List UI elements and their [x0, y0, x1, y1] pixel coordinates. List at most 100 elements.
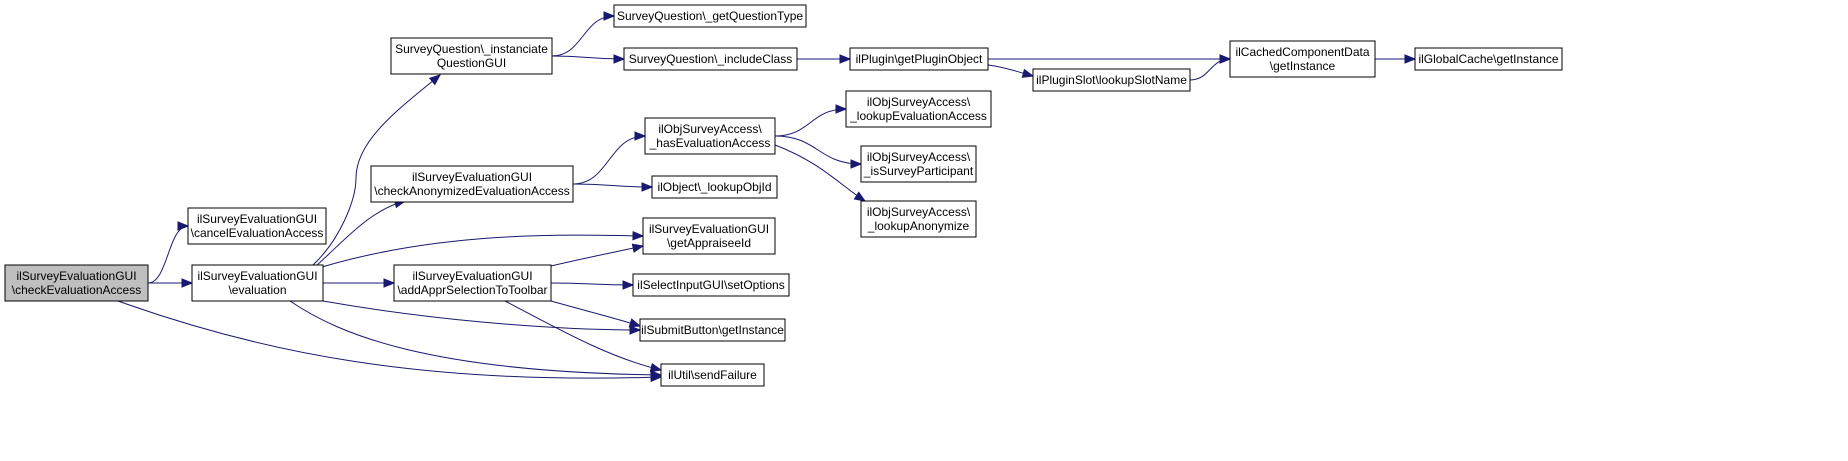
node-label: ilSurveyEvaluationGUI	[197, 269, 317, 283]
node-set-options[interactable]: ilSelectInputGUI\setOptions	[632, 273, 790, 297]
edge-arrowhead	[603, 11, 616, 21]
edge-instanciate-to-get_qtype	[551, 11, 616, 57]
edge-arrowhead	[428, 74, 442, 86]
edge-add_appr-to-set_options	[550, 280, 635, 290]
node-box	[860, 145, 977, 183]
edge-arrowhead	[1219, 54, 1232, 64]
node-box	[390, 37, 553, 75]
edge-cached_comp-to-global_cache	[1375, 54, 1417, 64]
edge-line	[551, 55, 625, 60]
node-box	[639, 318, 786, 342]
edge-line	[774, 108, 847, 137]
edge-arrowhead	[631, 243, 645, 253]
edge-add_appr-to-submit_btn	[550, 300, 642, 328]
node-label: ilSurveyEvaluationGUI	[197, 212, 317, 226]
node-label: ilSurveyEvaluationGUI	[16, 269, 136, 283]
node-layer: ilSurveyEvaluationGUI\checkEvaluationAcc…	[4, 4, 1563, 387]
node-plugin-obj[interactable]: ilPlugin\getPluginObject	[849, 47, 989, 71]
edge-line	[550, 282, 634, 286]
edge-evaluation-to-instanciate	[311, 74, 442, 267]
node-check-eval[interactable]: ilSurveyEvaluationGUI\checkEvaluationAcc…	[4, 264, 149, 302]
edge-evaluation-to-submit_btn	[322, 300, 642, 335]
node-label: QuestionGUI	[437, 56, 506, 70]
node-label: _lookupEvaluationAccess	[849, 109, 987, 123]
node-lookup-objid[interactable]: ilObject\_lookupObjId	[651, 175, 778, 199]
edge-arrowhead	[177, 221, 190, 231]
node-box	[860, 200, 977, 238]
node-cached-comp[interactable]: ilCachedComponentData\getInstance	[1229, 40, 1376, 78]
node-box	[1032, 68, 1191, 92]
node-box	[370, 165, 574, 203]
edge-line	[1189, 58, 1231, 81]
node-check-anon[interactable]: ilSurveyEvaluationGUI\checkAnonymizedEva…	[370, 165, 574, 203]
edge-add_appr-to-send_failure	[504, 300, 663, 373]
edge-plugin_obj-to-slot_name	[987, 64, 1035, 78]
edge-arrowhead	[641, 182, 654, 192]
edge-layer	[117, 11, 1417, 383]
node-lookup-anon[interactable]: ilObjSurveyAccess\_lookupAnonymize	[860, 200, 977, 238]
node-box	[1229, 40, 1376, 78]
node-label: ilSelectInputGUI\setOptions	[637, 278, 784, 292]
node-label: ilObjSurveyAccess\	[867, 150, 971, 164]
edge-check_eval-to-send_failure	[117, 300, 663, 383]
edge-add_appr-to-appraisee	[550, 243, 645, 267]
edge-arrowhead	[835, 104, 848, 114]
edge-line	[311, 74, 441, 267]
node-add-appr[interactable]: ilSurveyEvaluationGUI\addApprSelectionTo…	[393, 264, 552, 302]
edge-evaluation-to-add_appr	[322, 278, 396, 288]
node-global-cache[interactable]: ilGlobalCache\getInstance	[1414, 47, 1563, 71]
edge-line	[322, 300, 641, 331]
node-label: ilSurveyEvaluationGUI	[412, 269, 532, 283]
node-get-qtype[interactable]: SurveyQuestion\_getQuestionType	[613, 4, 807, 28]
node-has-eval[interactable]: ilObjSurveyAccess\_hasEvaluationAccess	[644, 117, 776, 155]
node-label: \cancelEvaluationAccess	[191, 226, 324, 240]
node-include-class[interactable]: SurveyQuestion\_includeClass	[623, 47, 798, 71]
node-label: \checkAnonymizedEvaluationAccess	[374, 184, 569, 198]
edge-check_eval-to-evaluation	[147, 278, 194, 288]
node-slot-name[interactable]: ilPluginSlot\lookupSlotName	[1032, 68, 1191, 92]
edge-check_eval-to-cancel_eval	[147, 221, 190, 284]
node-label: ilGlobalCache\getInstance	[1418, 52, 1558, 66]
node-box	[187, 207, 327, 245]
node-label: ilSurveyEvaluationGUI	[412, 170, 532, 184]
node-label: ilObject\_lookupObjId	[657, 180, 771, 194]
edge-evaluation-to-send_failure	[289, 300, 663, 380]
node-lookup-eval[interactable]: ilObjSurveyAccess\_lookupEvaluationAcces…	[845, 90, 992, 128]
node-label: ilObjSurveyAccess\	[867, 205, 971, 219]
node-box	[1414, 47, 1563, 71]
node-label: \checkEvaluationAccess	[12, 283, 141, 297]
node-label: \getInstance	[1270, 59, 1336, 73]
edge-check_anon-to-lookup_objid	[572, 182, 654, 192]
node-label: SurveyQuestion\_getQuestionType	[617, 9, 803, 23]
edge-line	[774, 144, 866, 202]
node-evaluation[interactable]: ilSurveyEvaluationGUI\evaluation	[191, 264, 324, 302]
node-is-participant[interactable]: ilObjSurveyAccess\_isSurveyParticipant	[860, 145, 977, 183]
edge-arrowhead	[650, 370, 663, 380]
edge-line	[572, 135, 646, 185]
node-submit-btn[interactable]: ilSubmitButton\getInstance	[639, 318, 786, 342]
edge-evaluation-to-appraisee	[321, 231, 645, 268]
node-appraisee[interactable]: ilSurveyEvaluationGUI\getAppraiseeId	[642, 217, 776, 255]
node-label: ilCachedComponentData	[1235, 45, 1369, 59]
edge-arrowhead	[634, 131, 647, 141]
node-box	[644, 117, 776, 155]
node-box	[660, 363, 765, 387]
edge-check_anon-to-has_eval	[572, 131, 647, 185]
edge-arrowhead	[181, 278, 194, 288]
edge-has_eval-to-lookup_anon	[774, 144, 867, 202]
edge-plugin_obj-to-cached_comp	[988, 54, 1232, 64]
node-label: ilSubmitButton\getInstance	[641, 323, 784, 337]
node-cancel-eval[interactable]: ilSurveyEvaluationGUI\cancelEvaluationAc…	[187, 207, 327, 245]
edge-line	[572, 183, 653, 188]
node-label: ilObjSurveyAccess\	[867, 95, 971, 109]
edge-arrowhead	[1021, 68, 1035, 78]
edge-line	[550, 245, 644, 267]
edge-arrowhead	[1404, 54, 1417, 64]
edge-line	[774, 135, 862, 165]
edge-arrowhead	[850, 159, 863, 169]
node-label: ilUtil\sendFailure	[668, 368, 757, 382]
node-box	[642, 217, 776, 255]
node-send-failure[interactable]: ilUtil\sendFailure	[660, 363, 765, 387]
